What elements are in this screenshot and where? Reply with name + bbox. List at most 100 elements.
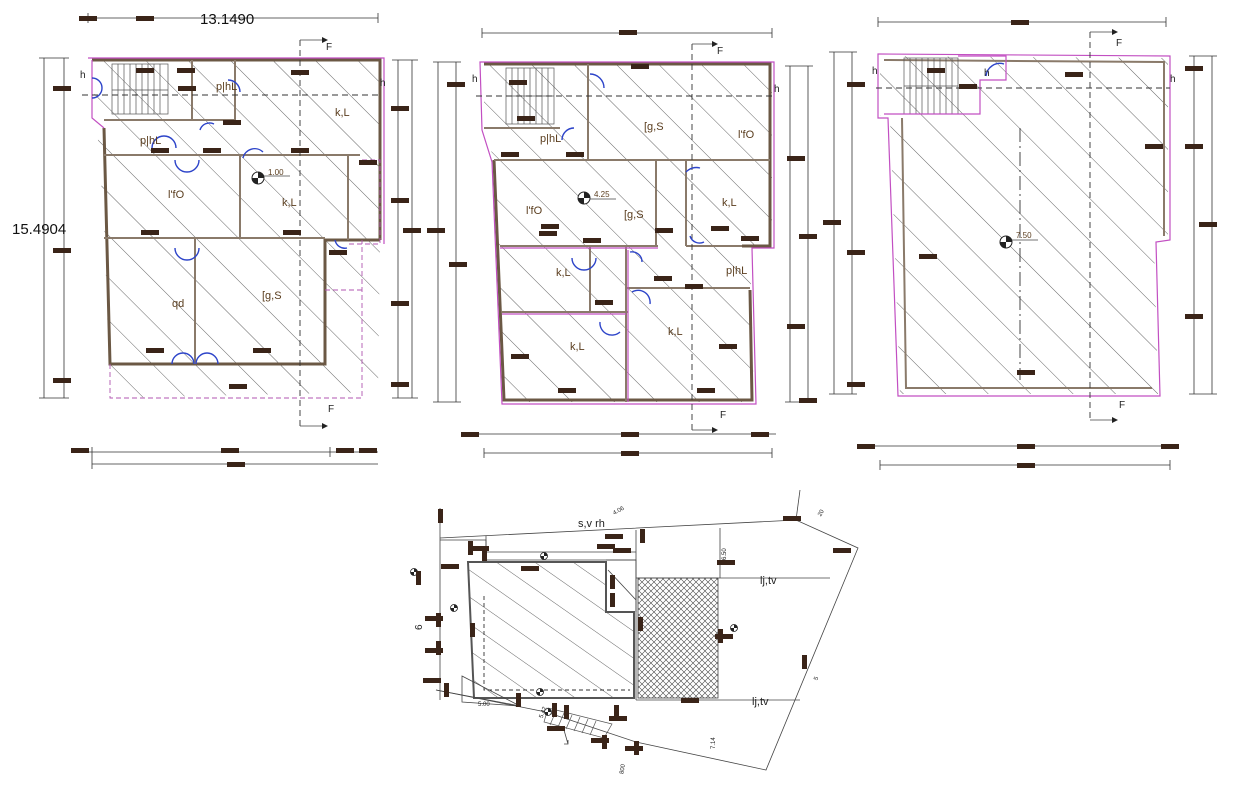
site-dim-left: 6 (414, 624, 425, 630)
dimension-tag (619, 30, 637, 35)
dimension-tag (823, 220, 841, 225)
dimension-tag (717, 560, 735, 565)
dimension-tag (425, 616, 443, 621)
ground-stair-mark-right: h (380, 78, 386, 89)
roof-stair-mark-left: h (872, 66, 878, 77)
dimension-tag (482, 547, 487, 561)
dimension-tag (425, 648, 443, 653)
dimension-tag (719, 344, 737, 349)
site-marker (544, 708, 552, 716)
dimension-tag (552, 703, 557, 717)
dimension-tag (787, 156, 805, 161)
dimension-tag (847, 250, 865, 255)
dimension-tag (1011, 20, 1029, 25)
dimension-tag (783, 516, 801, 521)
ground-height-dim: 15.4904 (12, 221, 66, 238)
dimension-tag (177, 68, 195, 73)
first-level: 4.25 (594, 190, 610, 199)
dimension-tag (919, 254, 937, 259)
site-marker (450, 604, 458, 612)
dimension-tag (591, 738, 609, 743)
dimension-tag (595, 300, 613, 305)
dimension-tags (53, 16, 1217, 755)
dimension-tag (711, 226, 729, 231)
dimension-tag (423, 678, 441, 683)
ground-section-f-top: F (326, 42, 332, 53)
site-marker (540, 552, 548, 560)
roof-section-f-bottom: F (1119, 400, 1125, 411)
dimension-tag (681, 698, 699, 703)
ground-stair-mark-left: h (80, 70, 86, 81)
first-stair-mark-right: h (774, 84, 780, 95)
dimension-tag (847, 82, 865, 87)
dimension-tag (178, 86, 196, 91)
dimension-tag (136, 68, 154, 73)
dimension-tag (203, 148, 221, 153)
roof-section-f-top: F (1116, 38, 1122, 49)
dimension-tag (621, 451, 639, 456)
dimension-tag (329, 250, 347, 255)
dimension-tag (470, 623, 475, 637)
dimension-tag (1185, 66, 1203, 71)
dimension-tag (391, 382, 409, 387)
dimension-tag (336, 448, 354, 453)
dimension-tag (564, 705, 569, 719)
dimension-tag (521, 566, 539, 571)
dimension-tag (53, 86, 71, 91)
first-section-f-top: F (717, 46, 723, 57)
dimension-tag (605, 534, 623, 539)
ground-stair (111, 63, 169, 115)
dimension-tag (718, 629, 723, 643)
dimension-tag (610, 575, 615, 589)
dimension-tag (511, 354, 529, 359)
dimension-tag (597, 544, 615, 549)
roof-stair (884, 55, 1007, 115)
dimension-tag (654, 276, 672, 281)
dimension-tag (359, 160, 377, 165)
dimension-tag (613, 548, 631, 553)
dimension-tag (427, 228, 445, 233)
dimension-tag (631, 64, 649, 69)
first-room-8: p|hL (726, 265, 747, 277)
dimension-tag (802, 655, 807, 669)
ground-room-2: p|hL (140, 135, 161, 147)
dimension-tag (501, 152, 519, 157)
dimension-tag (799, 234, 817, 239)
first-room-3: l'fO (738, 129, 755, 141)
dimension-tag (1145, 144, 1163, 149)
dimension-tag (471, 546, 489, 551)
dimension-tag (634, 741, 639, 755)
ground-floor-plan: 13.1490 15.4904 (12, 11, 418, 469)
ground-room-5: k,L (282, 197, 297, 209)
dimension-tag (449, 262, 467, 267)
first-room-10: k,L (668, 326, 683, 338)
dimension-tag (416, 571, 421, 585)
ground-room-4: l'fO (168, 189, 185, 201)
dimension-tag (1185, 314, 1203, 319)
dimension-tag (391, 106, 409, 111)
dimension-tag (516, 693, 521, 707)
ground-room-7: [g,S (262, 290, 282, 302)
dimension-tag (927, 68, 945, 73)
roof-stair-mark-right: h (1170, 74, 1176, 85)
dimension-tag (741, 236, 759, 241)
site-plan: s,v rh 4.06 lj,tv lj,tv 6 5 6.50 20 5.00… (410, 489, 859, 775)
dimension-tag (558, 388, 576, 393)
dimension-tag (391, 301, 409, 306)
dimension-tag (391, 198, 409, 203)
ground-section-f-bottom: F (328, 404, 334, 415)
dimension-tag (79, 16, 97, 21)
dimension-tag (547, 726, 565, 731)
roof-stair-mark-inner: h (984, 68, 990, 79)
dimension-tag (602, 735, 607, 749)
first-room-1: p|hL (540, 133, 561, 145)
dimension-tag (223, 120, 241, 125)
ground-room-3: k,L (335, 107, 350, 119)
roof-level-marker (999, 235, 1013, 249)
dimension-tag (53, 378, 71, 383)
dimension-tag (715, 634, 733, 639)
dimension-tag (146, 348, 164, 353)
ground-level-marker (251, 171, 265, 185)
site-plot-label-1: lj,tv (760, 575, 777, 587)
